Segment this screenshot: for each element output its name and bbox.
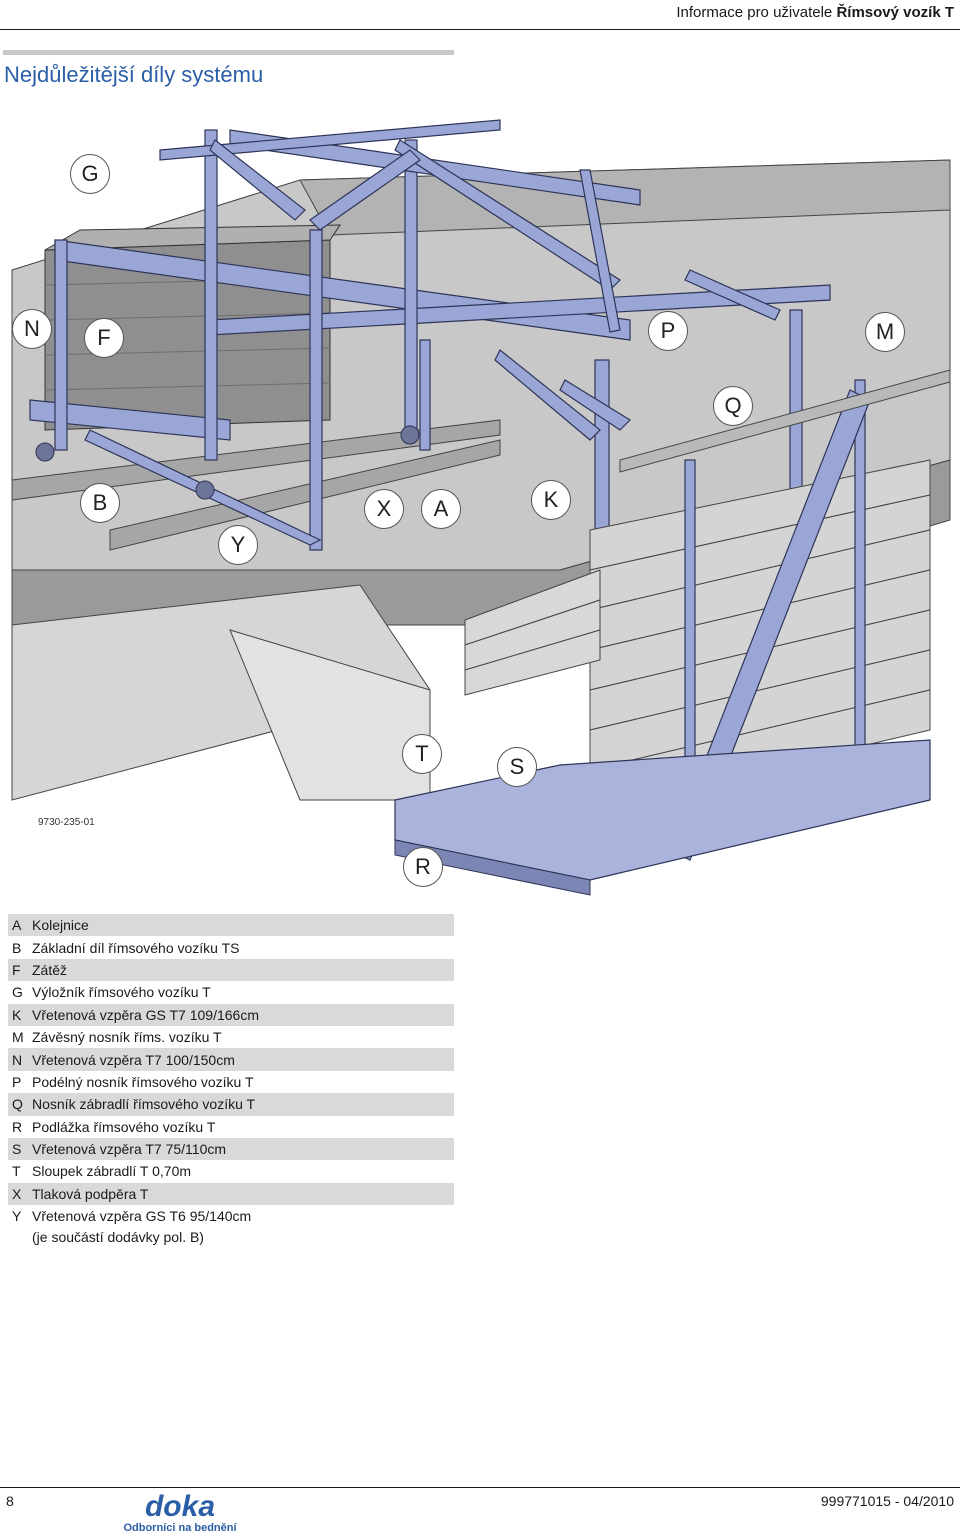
- callout-q: Q: [713, 386, 753, 426]
- page-number: 8: [6, 1493, 14, 1509]
- legend-row: M Závěsný nosník říms. vozíku T: [8, 1026, 454, 1048]
- legend-row: R Podlážka římsového vozíku T: [8, 1116, 454, 1138]
- legend-row: P Podélný nosník římsového vozíku T: [8, 1071, 454, 1093]
- logo-slogan: Odborníci na bednění: [123, 1522, 237, 1534]
- document-number: 999771015 - 04/2010: [820, 1493, 954, 1509]
- legend-key: A: [12, 917, 22, 934]
- legend-desc: Základní díl římsového vozíku TS: [32, 939, 240, 956]
- legend-key: T: [12, 1163, 21, 1180]
- legend-row: Q Nosník zábradlí římsového vozíku T: [8, 1093, 454, 1116]
- callout-y: Y: [218, 525, 258, 565]
- logo-wordmark: doka: [145, 1490, 215, 1523]
- legend-key: N: [12, 1051, 23, 1068]
- parts-legend: A Kolejnice B Základní díl římsového vozík…: [8, 914, 454, 1247]
- legend-key: M: [12, 1029, 24, 1046]
- legend-desc: Vřetenová vzpěra GS T6 95/140cm: [32, 1208, 252, 1225]
- legend-row: B Základní díl římsového vozíku TS: [8, 936, 454, 958]
- callout-x: X: [364, 489, 404, 529]
- legend-row: X Tlaková podpěra T: [8, 1182, 454, 1206]
- legend-desc: Vřetenová vzpěra T7 100/150cm: [32, 1051, 235, 1068]
- legend-key: P: [12, 1073, 22, 1090]
- callout-k: K: [531, 480, 571, 520]
- legend-key: K: [12, 1006, 22, 1023]
- header-prefix: Informace pro uživatele: [676, 4, 833, 21]
- cornice-cart-drawing: [11, 119, 951, 896]
- legend-desc: Zátěž: [32, 961, 68, 978]
- legend-row: S Vřetenová vzpěra T7 75/110cm: [8, 1137, 454, 1161]
- legend-row: K Vřetenová vzpěra GS T7 109/166cm: [8, 1003, 454, 1026]
- legend-key: B: [12, 939, 22, 956]
- header-title: Římsový vozík T: [836, 4, 954, 21]
- header-rule: [0, 29, 960, 30]
- legend-key: X: [12, 1185, 22, 1202]
- legend-row: G Výložník římsového vozíku T: [8, 981, 454, 1003]
- title-bar: [3, 50, 454, 55]
- legend-row: T Sloupek zábradlí T 0,70m: [8, 1160, 454, 1182]
- callout-a: A: [421, 489, 461, 529]
- legend-desc: Podlážka římsového vozíku T: [32, 1118, 216, 1135]
- legend-key: Y: [12, 1208, 22, 1225]
- legend-key: F: [12, 961, 21, 978]
- legend-desc: Tlaková podpěra T: [32, 1185, 149, 1202]
- callout-m: M: [865, 312, 905, 352]
- callout-f: F: [84, 318, 124, 358]
- callout-n: N: [12, 309, 52, 349]
- footer-rule: [0, 1487, 960, 1488]
- legend-desc: Podélný nosník římsového vozíku T: [32, 1073, 254, 1090]
- callout-s: S: [497, 747, 537, 787]
- legend-desc: Výložník římsového vozíku T: [32, 984, 211, 1001]
- legend-row: N Vřetenová vzpěra T7 100/150cm: [8, 1048, 454, 1071]
- callout-g: G: [70, 154, 110, 194]
- page-header: Informace pro uživatele Římsový vozík T: [0, 0, 960, 30]
- legend-row: Y Vřetenová vzpěra GS T6 95/140cm: [8, 1205, 454, 1227]
- system-illustration: G N F P M Q B X A K Y T S R: [0, 100, 960, 900]
- callout-r: R: [403, 847, 443, 887]
- legend-desc: Vřetenová vzpěra T7 75/110cm: [32, 1141, 227, 1158]
- callout-b: B: [80, 483, 120, 523]
- legend-key: G: [12, 984, 23, 1001]
- header-text: Informace pro uživatele Římsový vozík T: [676, 4, 954, 21]
- doka-logo: doka Odborníci na bednění: [123, 1490, 237, 1534]
- legend-desc: Kolejnice: [32, 917, 89, 934]
- legend-key: R: [12, 1118, 23, 1135]
- legend-desc: Vřetenová vzpěra GS T7 109/166cm: [32, 1006, 259, 1023]
- callout-p: P: [648, 311, 688, 351]
- page-title: Nejdůležitější díly systému: [4, 62, 264, 87]
- callout-t: T: [402, 734, 442, 774]
- legend-key: Q: [12, 1096, 23, 1113]
- legend-desc: Sloupek zábradlí T 0,70m: [32, 1163, 192, 1180]
- legend-continuation: (je součástí dodávky pol. B): [32, 1229, 204, 1246]
- legend-desc: Závěsný nosník říms. vozíku T: [32, 1029, 222, 1046]
- legend-key: S: [12, 1141, 22, 1158]
- legend-row: F Zátěž: [8, 958, 454, 982]
- legend-row: A Kolejnice: [8, 914, 454, 937]
- legend-desc: Nosník zábradlí římsového vozíku T: [32, 1096, 256, 1113]
- figure-code: 9730-235-01: [38, 817, 95, 828]
